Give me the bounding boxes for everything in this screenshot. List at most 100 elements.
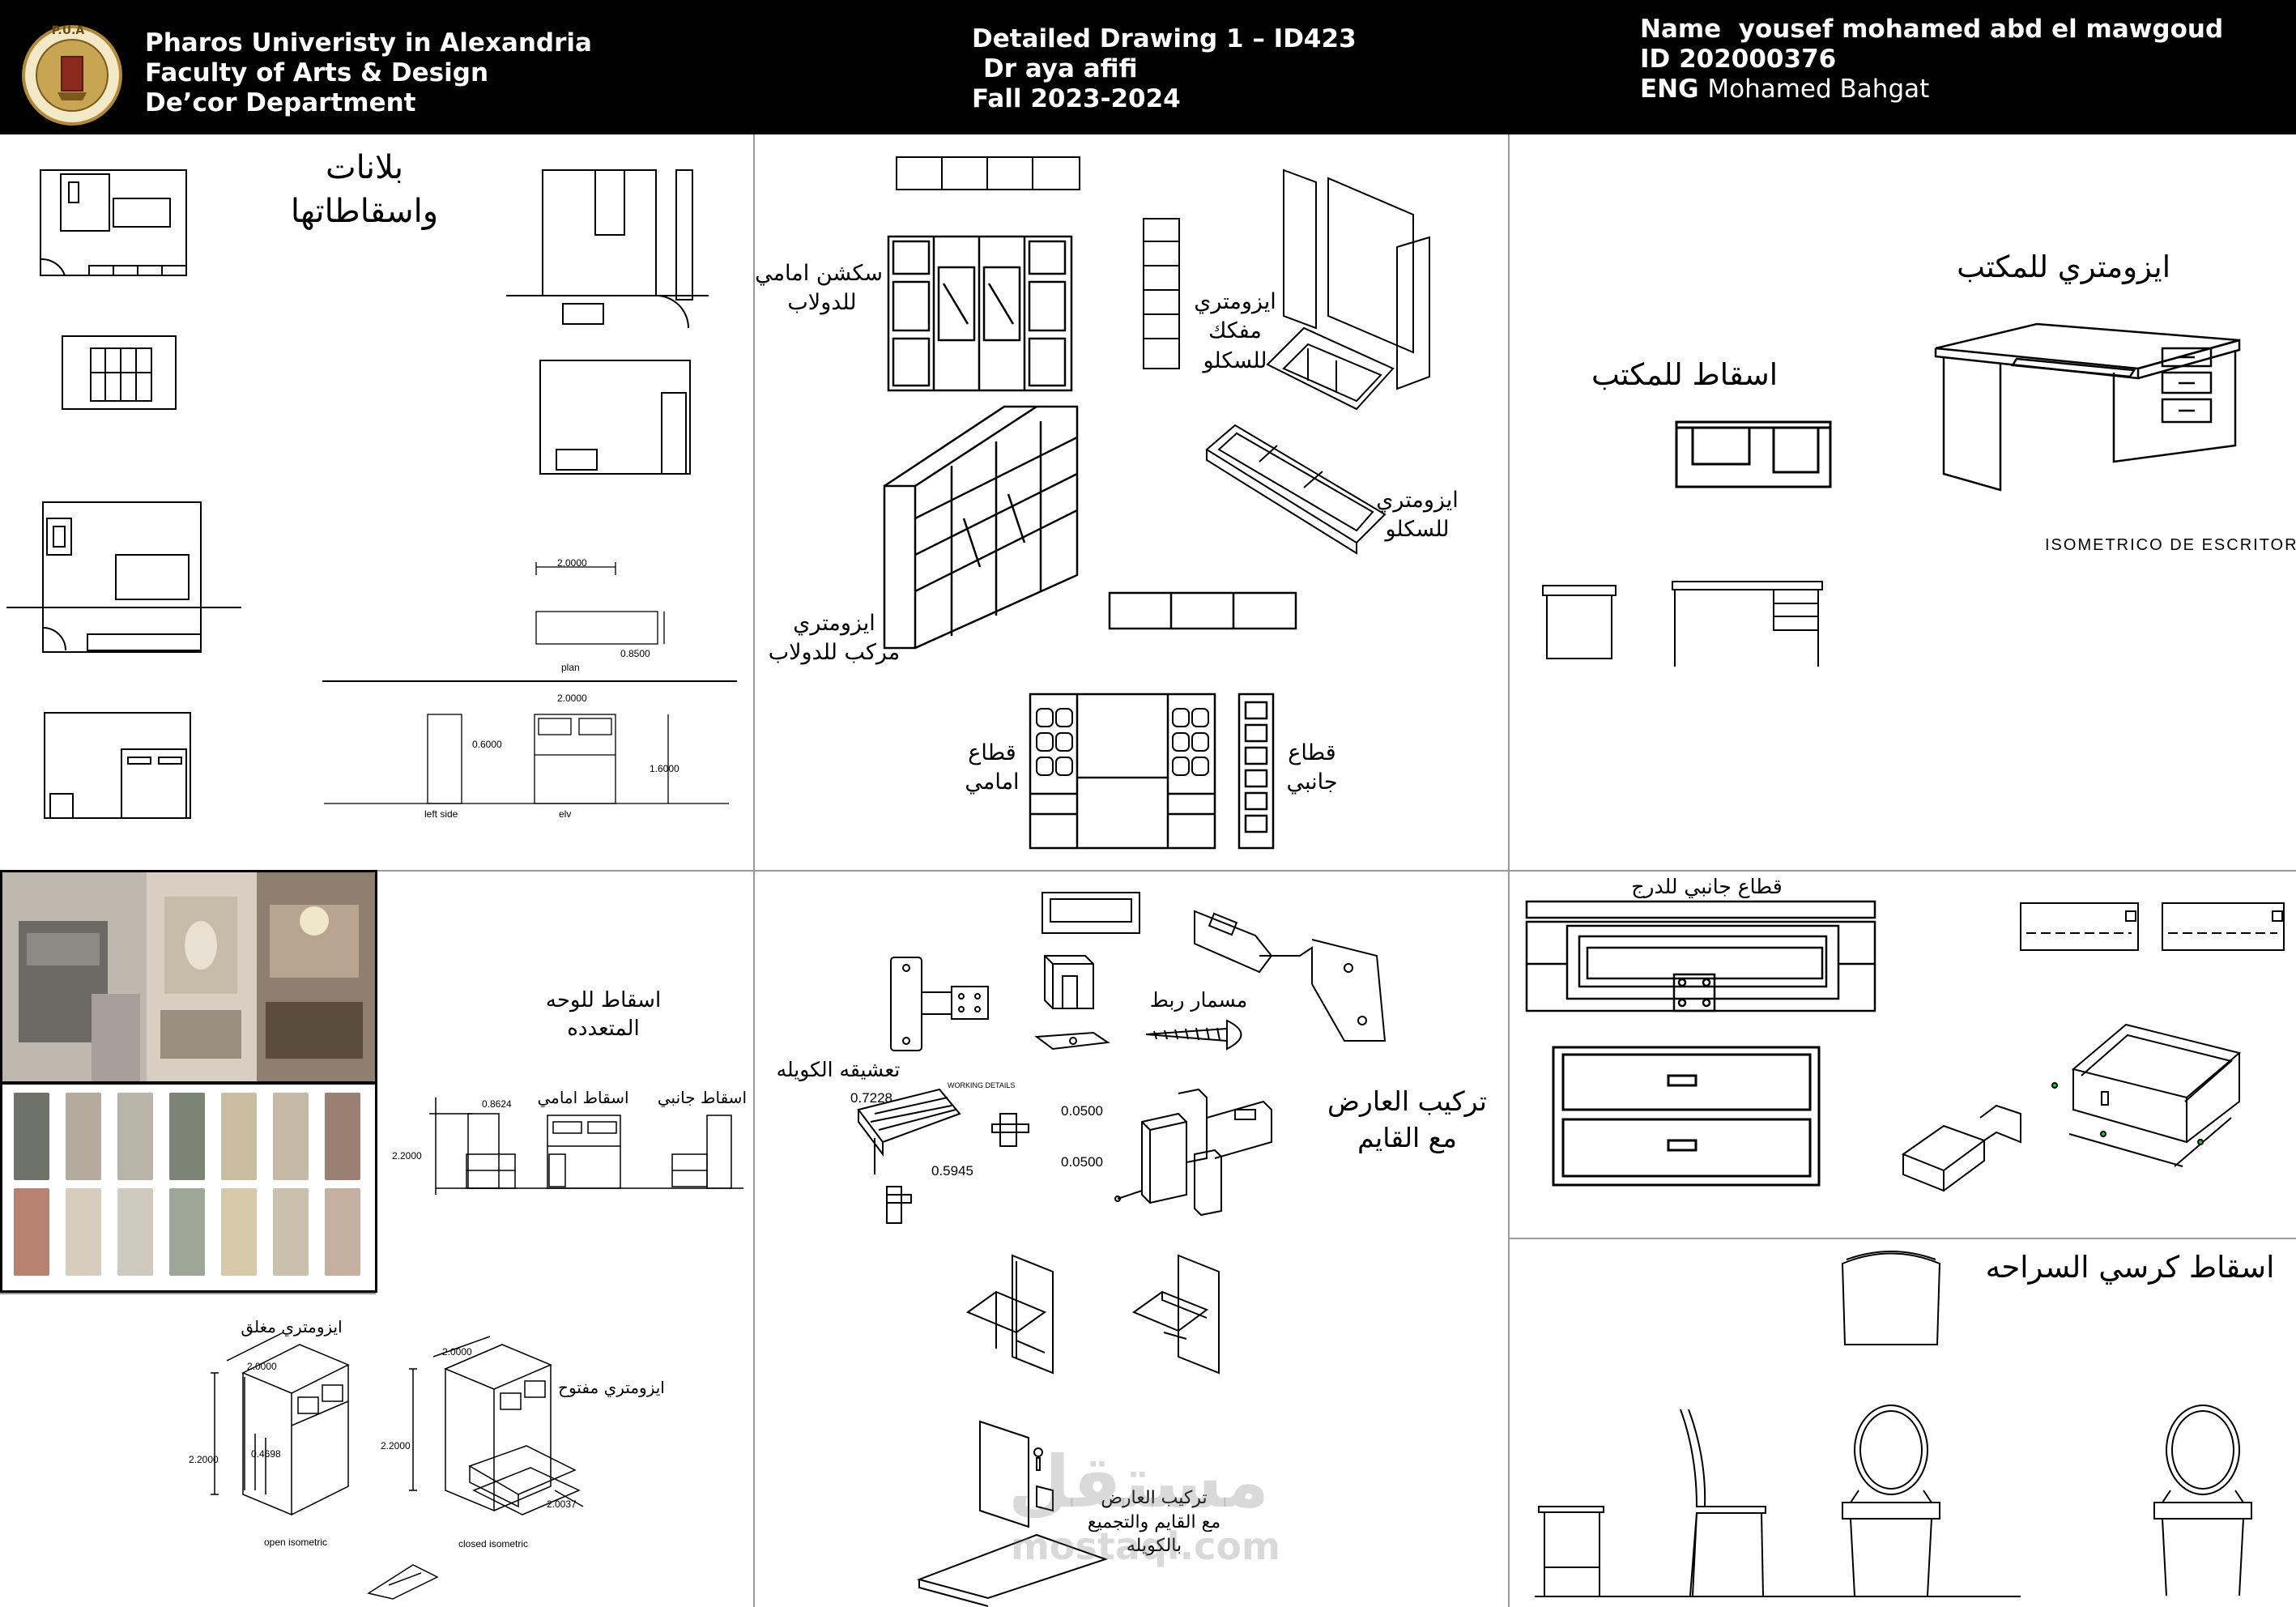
iso-closed-label: ايزومتري مغلق <box>241 1317 343 1336</box>
faculty-name: Faculty of Arts & Design <box>145 58 489 87</box>
connector-screw <box>1145 1019 1242 1051</box>
doctor-name: Dr aya afifi <box>983 54 1138 83</box>
color-swatch <box>325 1093 360 1180</box>
desk-elevation-dwg <box>324 714 729 804</box>
logo-text: P.U.A <box>51 24 85 37</box>
rail-post-label: تركيب العارض مع القايم <box>1320 1084 1494 1156</box>
iso-exploded-label-l3: للسكلو <box>1203 347 1267 373</box>
assembly-label-l3: بالكويله <box>1126 1536 1182 1557</box>
dim-open-depth: 2.0037 <box>547 1498 577 1510</box>
drawer-front-elevation <box>1552 1046 1821 1187</box>
unit-elevation-1 <box>44 712 191 819</box>
color-swatch <box>66 1188 101 1276</box>
wardrobe-front-section <box>887 235 1073 392</box>
color-swatch <box>66 1093 101 1180</box>
iso-assembled-label: ايزومتري مركب للدولاب <box>765 609 903 668</box>
title-block: P.U.A Pharos Univeristy in Alexandria Fa… <box>0 0 2296 134</box>
room-plan-2 <box>6 501 241 653</box>
side-cut-label-l1: قطاع <box>1288 740 1336 765</box>
section-line <box>322 680 737 682</box>
chair-plan <box>1841 1251 1941 1345</box>
dim-open-height: 2.2000 <box>381 1440 411 1451</box>
drawer-side-section <box>1525 900 1876 1012</box>
dim-elv-height: 1.6000 <box>650 763 679 774</box>
color-swatch <box>117 1093 153 1180</box>
front-section-label-l2: للدولاب <box>787 290 857 316</box>
engineer-name: Mohamed Bahgat <box>1707 75 1930 104</box>
connector-screw-label: مسمار ربط <box>1149 988 1248 1012</box>
shelf-bracket-1 <box>965 1254 1054 1375</box>
cam-housing-plan <box>1042 892 1140 934</box>
left-side-label: left side <box>424 808 458 820</box>
dim-plan-depth: 0.8500 <box>620 648 650 659</box>
unit-projection-title-l1: اسقاط للوحه <box>545 988 662 1012</box>
color-swatch <box>14 1188 49 1276</box>
iso-base-label: ايزومتري للسكلو <box>1369 486 1466 545</box>
course-block: Detailed Drawing 1 – ID423 Dr aya afifi … <box>972 24 1357 114</box>
dim-cam-a: 0.7228 <box>850 1090 892 1106</box>
drawing-title: Detailed Drawing 1 – ID423 <box>972 24 1357 53</box>
front-cut-label: قطاع امامي <box>956 739 1029 798</box>
iso-exploded-label-l1: ايزومتري <box>1194 289 1276 314</box>
assembly-label-l1: تركيب العارض <box>1101 1488 1208 1508</box>
unit-projection-title-l2: المتعدده <box>567 1017 640 1042</box>
dim-plan-width: 2.0000 <box>557 557 587 569</box>
elv-label: elv <box>559 808 572 820</box>
working-details-label: WORKING DETAILS <box>948 1081 1016 1089</box>
front-cut-label-l1: قطاع <box>968 740 1016 765</box>
dim-elv-width: 2.0000 <box>557 693 587 704</box>
desk-front-elevation <box>1672 581 1823 667</box>
front-cut-section <box>1029 693 1216 850</box>
panel1-title-line1: بلانات <box>326 149 403 186</box>
drawer-isometric <box>1901 1023 2242 1192</box>
cam-lock-working-details <box>857 1088 1029 1224</box>
side-cut-section <box>1237 693 1275 850</box>
id-label: ID <box>1640 45 1671 74</box>
unit-projections <box>429 1098 743 1195</box>
color-swatch <box>221 1093 257 1180</box>
desk-plan <box>1675 420 1832 488</box>
front-projection-label: اسقاط امامي <box>537 1088 629 1107</box>
open-iso-caption: open isometric <box>264 1537 328 1548</box>
chair-projection-title: اسقاط كرسي السراحه <box>1985 1250 2275 1285</box>
base-iso <box>1205 424 1387 555</box>
side-cut-label: قطاع جانبي <box>1276 739 1348 798</box>
wardrobe-side-panel <box>1143 218 1180 369</box>
wardrobe-plan <box>1108 591 1297 630</box>
front-section-label-l1: سكشن امامي <box>755 261 883 286</box>
desk-caption: ISOMETRICO DE ESCRITORIO <box>2045 536 2296 554</box>
shelf-bracket-2 <box>1131 1254 1220 1375</box>
iso-open-label: ايزومتري مفتوح <box>558 1378 665 1397</box>
dim-closed-width: 2.0000 <box>247 1361 277 1372</box>
desk-side-elevation <box>1542 585 1617 659</box>
chair-elevations <box>1535 1405 2252 1597</box>
iso-exploded-label-l2: مفكك <box>1208 318 1262 344</box>
desk-projection-title: اسقاط للمكتب <box>1591 357 1778 392</box>
dim-side-height: 0.6000 <box>472 739 502 750</box>
rail-post-label-l2: مع القايم <box>1357 1121 1457 1153</box>
cam-block-detail <box>1034 955 1110 1051</box>
color-swatch <box>169 1093 205 1180</box>
grid-divider <box>1508 1238 2296 1239</box>
wardrobe-top-plan <box>896 156 1080 190</box>
university-logo <box>22 25 122 126</box>
institution-block: Pharos Univeristy in Alexandria Faculty … <box>145 28 592 118</box>
eng-label: ENG <box>1640 75 1699 104</box>
iso-exploded-label: ايزومتري مفكك للسكلو <box>1182 288 1288 376</box>
term: Fall 2023-2024 <box>972 84 1181 113</box>
unit-iso-open <box>409 1336 584 1515</box>
unit-iso-closed <box>211 1332 350 1516</box>
iso-assembled-label-l1: ايزومتري <box>793 611 875 636</box>
color-swatch <box>169 1188 205 1276</box>
grid-divider <box>0 1293 376 1294</box>
room-elevation-1 <box>506 169 709 329</box>
dim-cam-c: 0.0500 <box>1061 1103 1103 1119</box>
watermark-arabic: مستقل <box>1008 1440 1269 1524</box>
student-name: yousef mohamed abd el mawgoud <box>1738 15 2224 44</box>
rail-post-detail <box>1114 1088 1272 1217</box>
watermark-latin: mostaql.com <box>1011 1524 1280 1568</box>
render-photos <box>2 872 375 1081</box>
desk-plan-dwg <box>535 562 665 645</box>
dim-unit-width: 0.8624 <box>482 1098 512 1110</box>
side-cut-label-l2: جانبي <box>1286 769 1338 795</box>
